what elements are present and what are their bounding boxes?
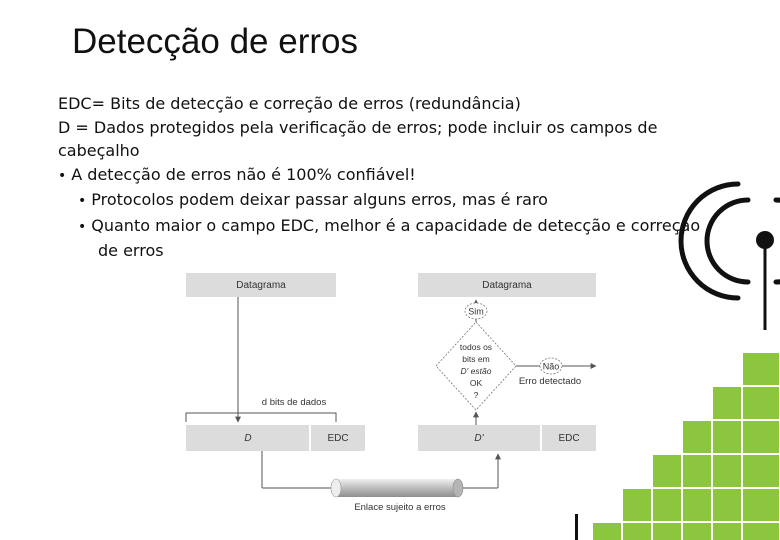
datagram-box-left xyxy=(186,273,336,297)
data-bits-bracket xyxy=(185,412,337,422)
sub-bullet-2: Quanto maior o campo EDC, melhor é a cap… xyxy=(58,214,748,240)
d-definition: D = Dados protegidos pela verificação de… xyxy=(58,117,658,137)
no-label: Não xyxy=(543,362,560,372)
link-label: Enlace sujeito a erros xyxy=(354,502,446,513)
main-bullet: A detecção de erros não é 100% confiável… xyxy=(58,163,748,189)
d-prime-field-label: D' xyxy=(474,433,484,444)
main-bullet-text: A detecção de erros não é 100% confiável… xyxy=(71,164,416,184)
datagram-label-right: Datagrama xyxy=(482,280,532,291)
data-bits-label: d bits de dados xyxy=(262,397,327,408)
error-detected-label: Erro detectado xyxy=(519,376,581,387)
edc-field-box-left xyxy=(311,425,365,451)
datagram-box-right xyxy=(418,273,596,297)
yes-label: Sim xyxy=(468,307,484,317)
edc-field-box-right xyxy=(542,425,596,451)
dark-accent-bar xyxy=(575,514,578,540)
antenna-signal-icon xyxy=(678,181,780,330)
decision-line-1: todos os xyxy=(460,342,492,352)
decision-line-3: D' estão xyxy=(461,366,492,376)
green-blocks-decoration xyxy=(591,351,780,540)
edc-field-label-left: EDC xyxy=(327,433,348,444)
no-oval xyxy=(539,357,563,375)
sub-bullet-1: Protocolos podem deixar passar alguns er… xyxy=(58,188,748,214)
decision-line-2: bits em xyxy=(462,354,489,364)
link-end-left xyxy=(330,478,342,498)
d-prime-field-box xyxy=(418,425,540,451)
link-end-right xyxy=(452,478,464,498)
datagram-label-left: Datagrama xyxy=(236,280,286,291)
d-definition-continuation: cabeçalho xyxy=(58,141,140,160)
decision-line-4: OK xyxy=(470,378,483,388)
d-field-box xyxy=(186,425,310,451)
decision-line-5: ? xyxy=(474,390,479,400)
sub-bullet-1-text: Protocolos podem deixar passar alguns er… xyxy=(91,190,548,209)
error-prone-link xyxy=(336,479,458,497)
slide-title: Detecção de erros xyxy=(72,22,358,61)
sub-bullet-2-continuation: de erros xyxy=(98,241,164,260)
slide-body: EDC= Bits de detecção e correção de erro… xyxy=(58,92,748,263)
edc-field-label-right: EDC xyxy=(558,433,579,444)
d-field-label: D xyxy=(244,433,251,444)
yes-oval xyxy=(464,302,488,320)
decision-diamond xyxy=(435,321,517,411)
edc-definition: EDC= Bits de detecção e correção de erro… xyxy=(58,94,521,113)
sub-bullet-2-text: Quanto maior o campo EDC, melhor é a cap… xyxy=(91,215,701,235)
